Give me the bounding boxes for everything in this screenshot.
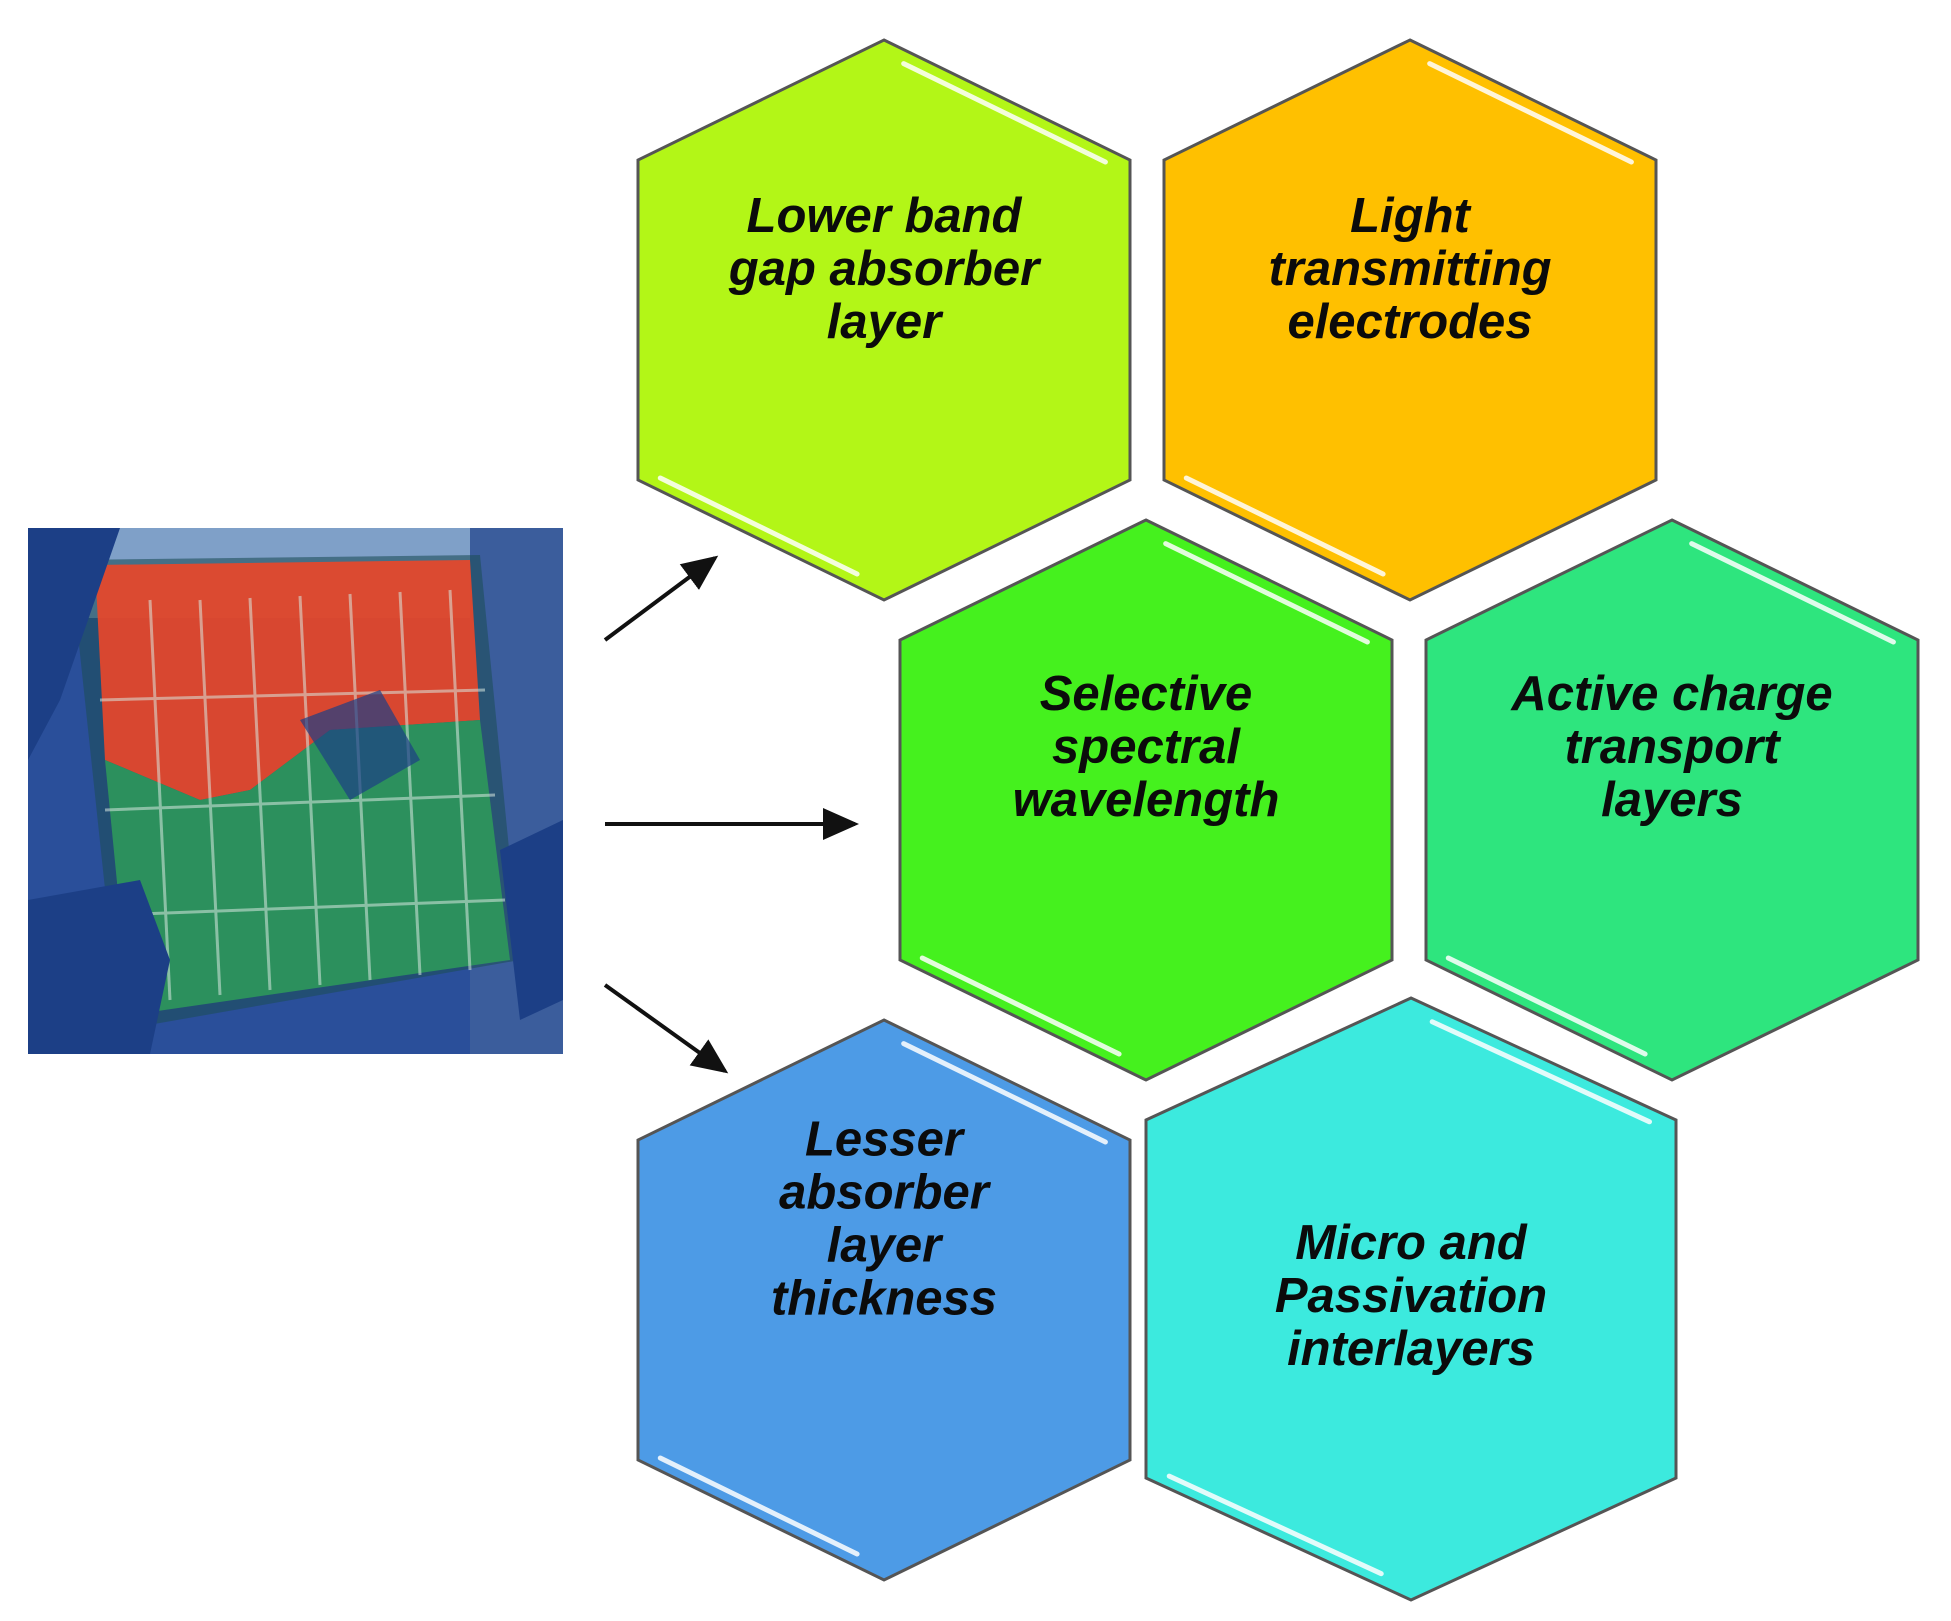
hexagon-highlight-bottom: [919, 955, 1122, 1057]
hexagon-shape: [1162, 38, 1658, 602]
hexagon-label-line: Light: [1350, 189, 1471, 243]
hexagon-label-line: transport: [1564, 720, 1781, 774]
hexagon-highlight-top: [1429, 1019, 1652, 1125]
hexagon-label-line: gap absorber: [728, 242, 1042, 296]
hexagon-label-line: transmitting: [1268, 242, 1551, 296]
hexagon-label-line: electrodes: [1287, 295, 1532, 349]
hexagon-highlight-top: [901, 61, 1108, 165]
hexagon-highlight-top: [1427, 61, 1634, 165]
hexagon-shape: [636, 1018, 1132, 1582]
hexagon-highlight-bottom: [657, 475, 860, 577]
hexagon-shape: [1424, 518, 1920, 1082]
hexagon-label-line: wavelength: [1013, 773, 1280, 827]
hexagon-label-line: absorber: [779, 1166, 992, 1220]
hexagon-highlight-bottom: [1183, 475, 1386, 577]
hexagon-label-line: layers: [1601, 773, 1743, 827]
hexagon-shape: [636, 38, 1132, 602]
hexagon-label-line: layer: [827, 1219, 944, 1273]
hexagon-label-line: Lower band: [747, 189, 1023, 243]
solar-module-photo: [28, 528, 563, 1054]
arrow-upper: [603, 555, 719, 642]
hexagon-label-line: Active charge: [1510, 667, 1832, 721]
hexagon-label-line: interlayers: [1287, 1322, 1535, 1376]
hexagon-shape: [1144, 996, 1678, 1602]
hexagon-highlight-top: [1163, 541, 1370, 645]
hexagon-label-line: Lesser: [805, 1113, 966, 1167]
hexagon-highlight-top: [901, 1041, 1108, 1145]
hexagon-shape: [898, 518, 1394, 1082]
hexagon-label-line: thickness: [771, 1272, 997, 1326]
hexagon-highlight-top: [1689, 541, 1896, 645]
arrow-lower: [603, 983, 729, 1074]
hexagon-label-line: layer: [827, 295, 944, 349]
green-active-region: [105, 720, 510, 1015]
hexagon-highlight-bottom: [1166, 1473, 1384, 1577]
hexagon-label-line: Micro and: [1295, 1216, 1527, 1270]
hexagon-label-line: spectral: [1052, 720, 1241, 774]
hexagon-label-line: Selective: [1040, 667, 1253, 721]
hexagon-highlight-bottom: [657, 1455, 860, 1557]
hexagon-label-line: Passivation: [1275, 1269, 1547, 1323]
red-active-region: [95, 560, 480, 800]
hexagon-highlight-bottom: [1445, 955, 1648, 1057]
